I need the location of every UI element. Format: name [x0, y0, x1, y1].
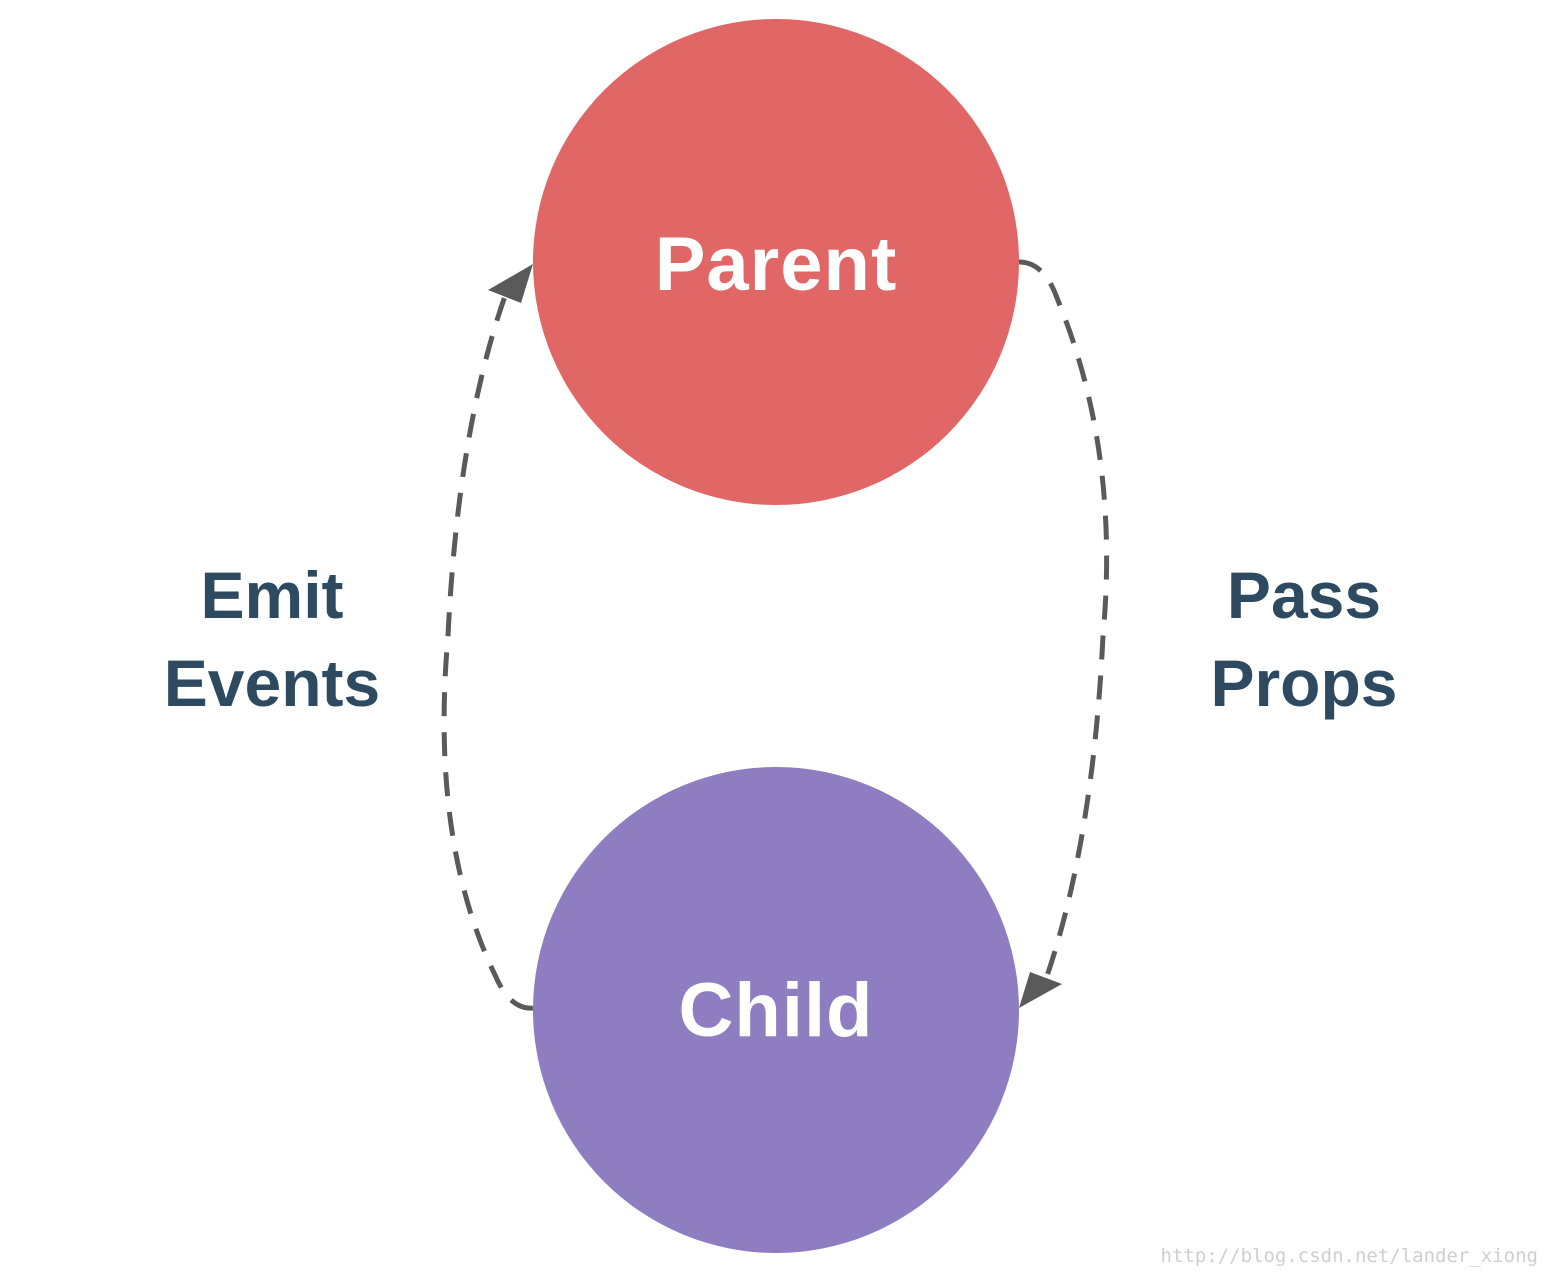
- emit-events-dashed-line: [441, 295, 534, 1011]
- watermark-text: http://blog.csdn.net/lander_xiong: [1161, 1245, 1539, 1267]
- pass-props-label: Pass Props: [1210, 558, 1397, 720]
- emit-events-label: Emit Events: [164, 558, 380, 720]
- emit-events-label-line1: Emit: [200, 558, 343, 632]
- emit-events-arrow: [441, 264, 534, 1011]
- pass-props-label-line2: Props: [1210, 646, 1397, 720]
- emit-events-label-line2: Events: [164, 646, 380, 720]
- parent-node: Parent: [533, 19, 1019, 505]
- pass-props-dashed-line: [1018, 259, 1110, 977]
- emit-events-arrowhead: [488, 264, 533, 303]
- pass-props-label-line1: Pass: [1227, 558, 1381, 632]
- child-node: Child: [533, 767, 1019, 1253]
- parent-label: Parent: [655, 222, 898, 307]
- child-label: Child: [679, 968, 874, 1053]
- pass-props-arrow: [1018, 259, 1110, 1008]
- parent-circle: [533, 19, 1019, 505]
- pass-props-arrowhead: [1019, 972, 1062, 1008]
- child-circle: [533, 767, 1019, 1253]
